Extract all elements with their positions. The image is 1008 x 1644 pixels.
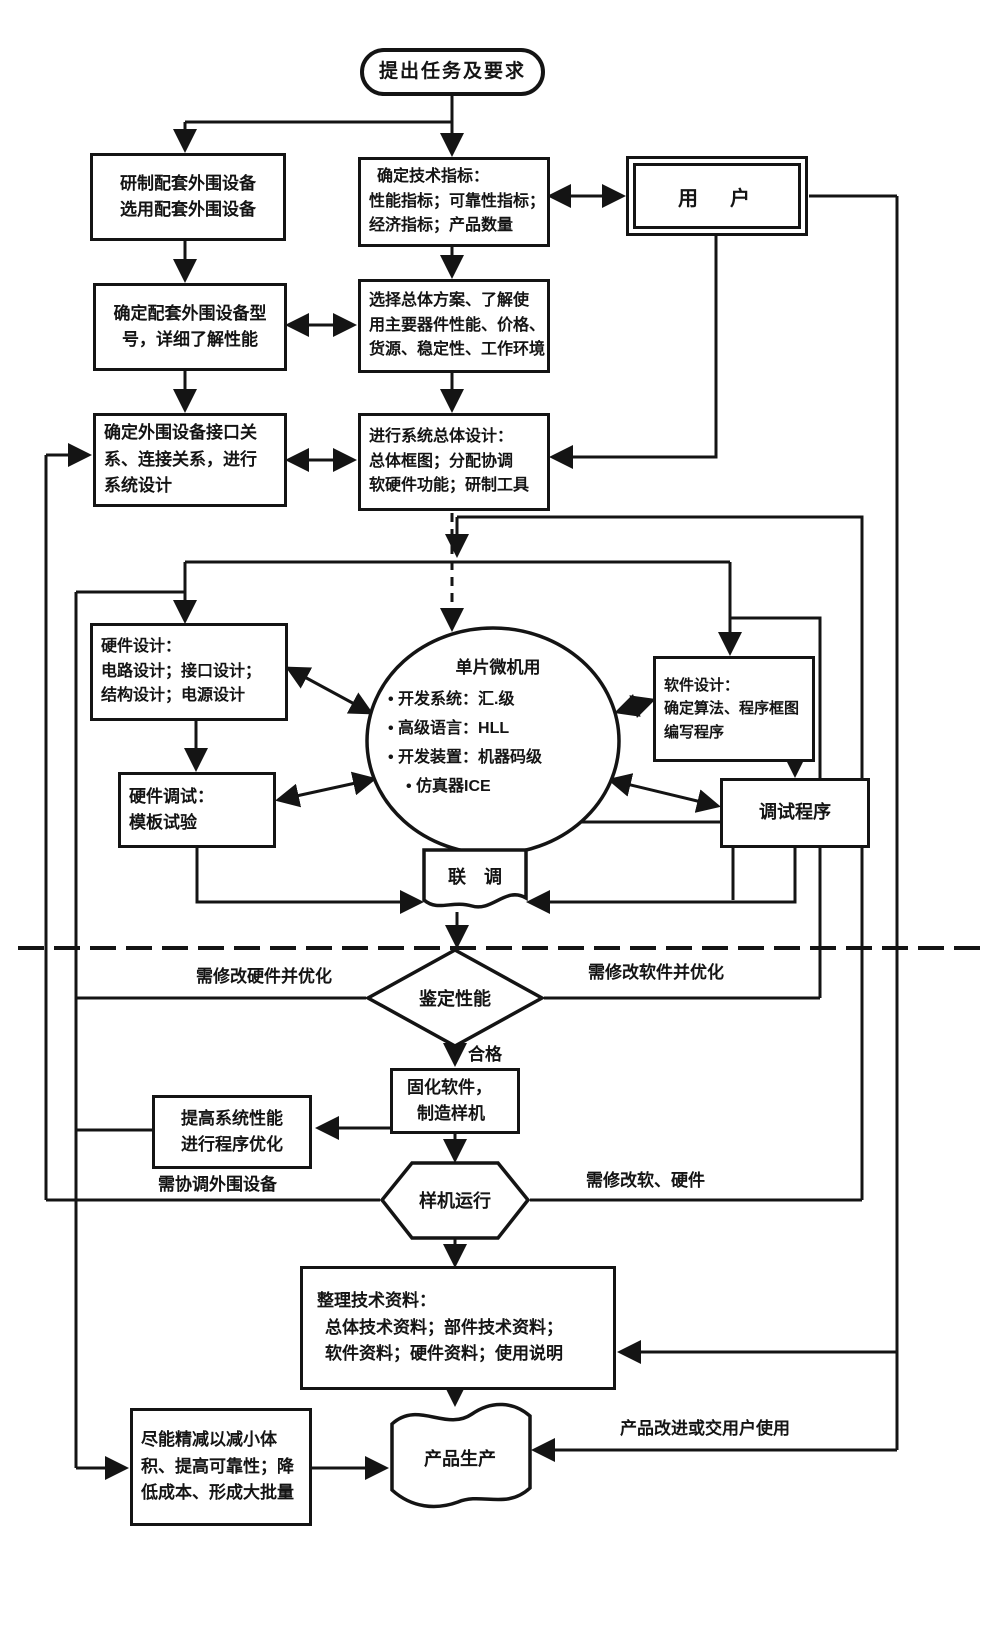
node-line: 进行系统总体设计：	[369, 427, 514, 445]
node-line: 确定技术指标：	[377, 167, 490, 185]
node-line: 硬件调试：	[129, 786, 214, 806]
node-line: 确定外围设备接口关	[104, 423, 257, 443]
node-line: 软硬件功能；研制工具	[369, 477, 530, 495]
node-line: 制造样机	[417, 1104, 485, 1123]
node-line: 选择总体方案、了解使	[369, 291, 530, 309]
connector	[285, 666, 374, 715]
arrow-user-to-system-design	[549, 236, 718, 469]
node-line: 性能指标；可靠性指标；	[369, 192, 546, 210]
node-label: 用 户	[633, 163, 801, 229]
prototype-hexagon-shape	[379, 1161, 531, 1240]
node-solidify: 固化软件， 制造样机	[390, 1068, 520, 1134]
node-line: 电路设计；接口设计；	[101, 662, 262, 680]
node-label: 鉴定性能	[419, 989, 491, 1009]
connector	[607, 773, 721, 813]
node-line: 确定配套外围设备型	[113, 303, 267, 323]
node-line: 系统设计	[104, 476, 172, 496]
node-prototype-run: 样机运行	[393, 1182, 517, 1218]
node-user: 用 户	[626, 156, 808, 236]
connector	[614, 693, 656, 719]
node-line: 软件资料；硬件资料；使用说明	[325, 1344, 563, 1364]
node-mcu-tools: 单片微机用 • 开发系统：汇.级 • 高级语言：HLL • 开发装置：机器码级 …	[388, 653, 608, 796]
node-title: 单片微机用	[455, 658, 541, 677]
connector	[526, 848, 797, 914]
node-line: 结构设计；电源设计	[101, 687, 246, 705]
node-line: 总体技术资料；部件技术资料；	[325, 1317, 563, 1337]
node-label: 调试程序	[759, 802, 831, 823]
node-line: 编写程序	[664, 723, 725, 741]
node-line: 固化软件，	[407, 1077, 492, 1097]
node-line: 进行程序优化	[181, 1135, 283, 1154]
node-improve: 提高系统性能 进行程序优化	[152, 1095, 312, 1169]
connector	[195, 848, 424, 914]
node-line: • 仿真器ICE	[406, 778, 491, 795]
node-start: 提出任务及要求	[360, 48, 545, 96]
label-modify-software: 需修改软件并优化	[588, 963, 724, 982]
node-line: 用主要器件性能、价格、	[369, 316, 546, 334]
node-line: • 高级语言：HLL	[388, 720, 510, 737]
node-joint-debug: 联 调	[424, 856, 526, 896]
node-peripheral-interface: 确定外围设备接口关 系、连接关系，进行 系统设计	[93, 413, 287, 507]
node-line: 提高系统性能	[181, 1108, 283, 1128]
node-line: 总体框图；分配协调	[369, 452, 514, 470]
node-label: 产品生产	[424, 1449, 496, 1469]
production-flag-shape	[390, 1402, 532, 1509]
node-software-design: 软件设计： 确定算法、程序框图 编写程序	[653, 656, 815, 762]
node-line: 选用配套外围设备	[120, 200, 256, 219]
node-line: 研制配套外围设备	[120, 173, 256, 193]
trunk-right-inner	[730, 616, 822, 998]
joint-debug-shape	[422, 848, 528, 909]
node-line: 低成本、形成大批量	[141, 1483, 294, 1503]
node-production: 产品生产	[398, 1440, 522, 1476]
node-overall-plan: 选择总体方案、了解使 用主要器件性能、价格、 货源、稳定性、工作环境	[358, 279, 550, 373]
node-line: • 开发装置：机器码级	[388, 749, 543, 766]
label-modify-hardware: 需修改硬件并优化	[196, 967, 332, 986]
node-label: 联 调	[448, 867, 502, 887]
node-line: 系、连接关系，进行	[104, 449, 257, 469]
node-tech-specs: 确定技术指标： 性能指标；可靠性指标； 经济指标；产品数量	[358, 157, 550, 247]
node-label: 样机运行	[419, 1191, 491, 1211]
node-streamline: 尽能精减以减小体 积、提高可靠性；降 低成本、形成大批量	[130, 1408, 312, 1526]
node-line: 硬件设计：	[101, 637, 182, 655]
node-system-design: 进行系统总体设计： 总体框图；分配协调 软硬件功能；研制工具	[358, 413, 550, 511]
node-line: 积、提高可靠性；降	[141, 1456, 294, 1476]
node-develop-peripherals: 研制配套外围设备 选用配套外围设备	[90, 153, 286, 241]
node-line: 货源、稳定性、工作环境	[369, 341, 546, 359]
node-organize-docs: 整理技术资料： 总体技术资料；部件技术资料； 软件资料；硬件资料；使用说明	[300, 1266, 616, 1390]
node-peripheral-model: 确定配套外围设备型 号，详细了解性能	[93, 283, 287, 371]
trunk-right-mid	[457, 515, 864, 1200]
node-hardware-design: 硬件设计： 电路设计；接口设计； 结构设计；电源设计	[90, 623, 288, 721]
node-line: 尽能精减以减小体	[141, 1430, 277, 1450]
node-line: • 开发系统：汇.级	[388, 691, 515, 708]
node-line: 整理技术资料：	[317, 1291, 436, 1311]
evaluate-diamond-shape	[364, 948, 546, 1048]
node-line: 确定算法、程序框图	[664, 700, 800, 718]
label-product-improve: 产品改进或交用户使用	[620, 1419, 790, 1438]
node-line: 软件设计：	[664, 677, 740, 695]
connector	[275, 771, 377, 808]
node-line: 号，详细了解性能	[122, 330, 258, 349]
node-hardware-debug: 硬件调试： 模板试验	[118, 772, 276, 848]
node-program-debug: 调试程序	[720, 778, 870, 848]
node-evaluate: 鉴定性能	[385, 980, 525, 1016]
label-qualified: 合格	[468, 1045, 502, 1064]
label-modify-soft-hard: 需修改软、硬件	[586, 1171, 705, 1190]
node-label: 提出任务及要求	[378, 61, 526, 83]
label-coordinate-peripherals: 需协调外围设备	[158, 1175, 277, 1194]
node-line: 模板试验	[129, 813, 197, 832]
node-line: 经济指标；产品数量	[369, 217, 514, 235]
